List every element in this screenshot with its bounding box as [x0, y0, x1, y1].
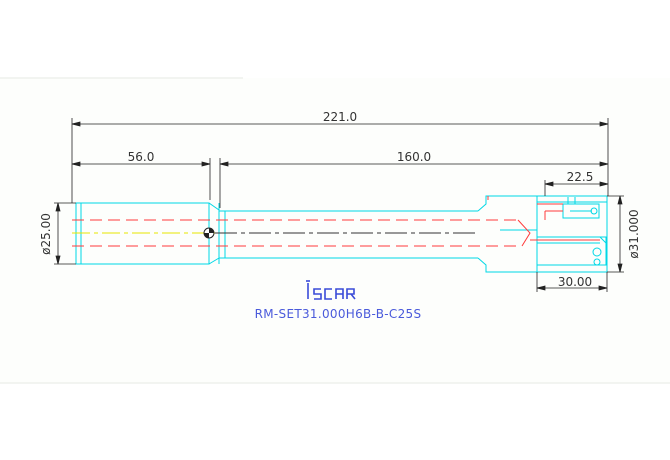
internal-lines: [72, 219, 531, 247]
part-number: RM-SET31.000H6B-B-C25S: [255, 307, 422, 321]
dim-head-diameter: ø31.000: [627, 209, 641, 258]
insert-bottom: [536, 236, 607, 266]
head-red-detail: [487, 196, 600, 241]
dim-head-width: 30.00: [558, 275, 592, 289]
dimension-lines: [54, 118, 624, 292]
dim-head-length: 22.5: [567, 170, 594, 184]
dim-shank-length: 56.0: [128, 150, 155, 164]
dim-body-length: 160.0: [397, 150, 431, 164]
cutting-head: [536, 195, 608, 273]
iscar-logo: [306, 280, 356, 300]
dim-overall-length: 221.0: [323, 110, 357, 124]
dim-shank-diameter: ø25.00: [39, 213, 53, 255]
datum-symbol: [203, 227, 215, 239]
drawing-sheet: [0, 78, 670, 383]
